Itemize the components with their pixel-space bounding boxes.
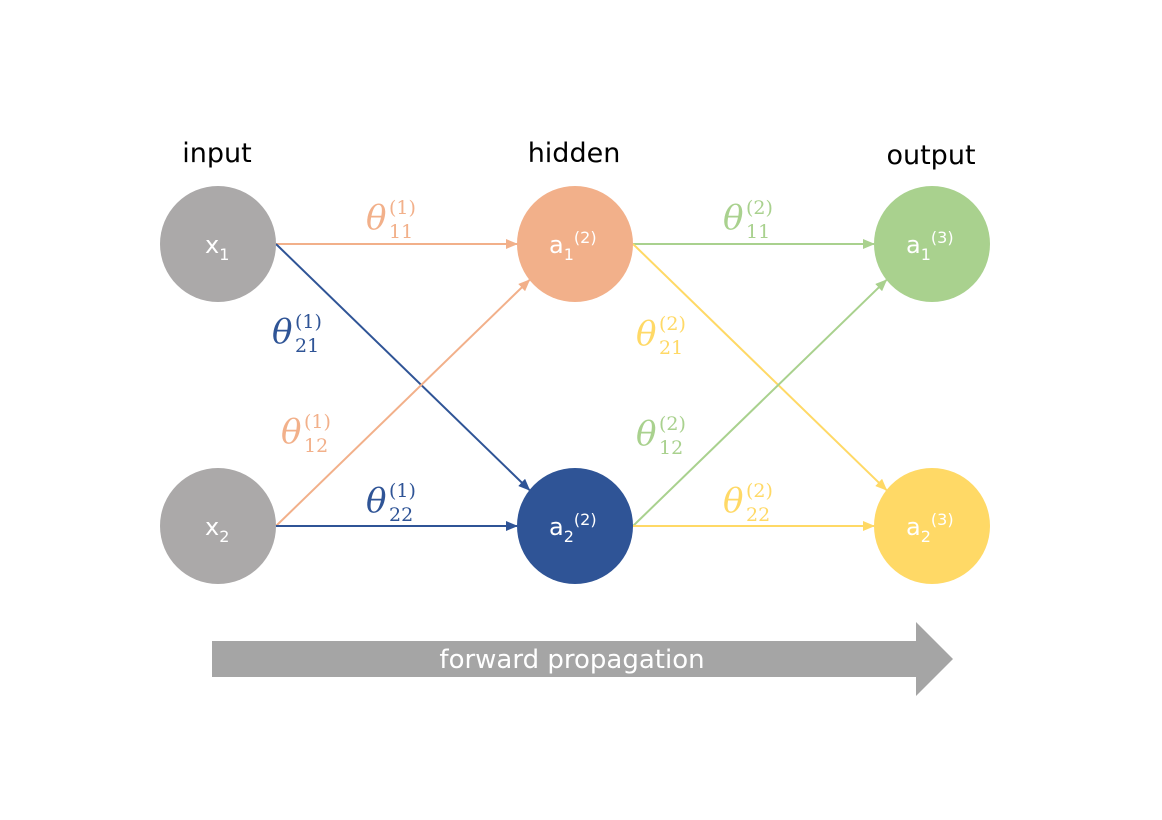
weight-label-theta-12-1: θ(1)12	[281, 411, 331, 457]
weight-subscript: 11	[746, 221, 770, 243]
theta-symbol: θ	[272, 312, 292, 352]
theta-symbol: θ	[281, 412, 301, 452]
weight-subscript: 21	[295, 335, 319, 357]
node-a23: a2(3)	[874, 468, 990, 584]
node-circle	[874, 468, 990, 584]
weight-subscript: 22	[746, 504, 770, 526]
theta-symbol: θ	[723, 198, 743, 238]
weight-superscript: (2)	[659, 413, 686, 435]
theta-symbol: θ	[366, 481, 386, 521]
node-circle	[874, 186, 990, 302]
weight-label-theta-11-2: θ(2)11	[723, 197, 773, 243]
node-label: a1(2)	[549, 228, 597, 264]
edge-a22-a13	[632, 279, 888, 527]
layer-title-input: input	[182, 138, 251, 169]
node-x1: x1	[160, 186, 276, 302]
weight-label-theta-21-2: θ(2)21	[636, 313, 686, 359]
weight-subscript: 21	[659, 337, 683, 359]
weight-superscript: (2)	[659, 313, 686, 335]
forward-propagation-arrow: forward propagation	[212, 622, 953, 696]
theta-symbol: θ	[366, 198, 386, 238]
node-label: x2	[205, 513, 229, 546]
weight-superscript: (2)	[746, 480, 773, 502]
nodes: x1 x2 a1(2) a2(2) a1(3) a2(3)	[160, 186, 990, 584]
weight-superscript: (1)	[389, 197, 416, 219]
node-label: a2(3)	[906, 510, 954, 546]
edge-x2-a12	[275, 279, 531, 527]
forward-arrow-shape	[212, 622, 953, 696]
weight-label-theta-12-2: θ(2)12	[636, 413, 686, 459]
weight-superscript: (1)	[304, 411, 331, 433]
node-label: a1(3)	[906, 228, 954, 264]
weight-superscript: (1)	[389, 480, 416, 502]
weight-superscript: (1)	[295, 311, 322, 333]
weight-subscript: 11	[389, 221, 413, 243]
theta-symbol: θ	[723, 481, 743, 521]
edge-a12-a23	[632, 243, 888, 491]
forward-propagation-label: forward propagation	[439, 645, 704, 675]
weight-subscript: 12	[304, 435, 328, 457]
node-label: x1	[205, 231, 229, 264]
layer-title-output: output	[886, 140, 975, 171]
weight-subscript: 12	[659, 437, 683, 459]
node-x2: x2	[160, 468, 276, 584]
weight-superscript: (2)	[746, 197, 773, 219]
weight-subscript: 22	[389, 504, 413, 526]
theta-symbol: θ	[636, 414, 656, 454]
node-circle	[517, 468, 633, 584]
weight-label-theta-11-1: θ(1)11	[366, 197, 416, 243]
node-circle	[160, 186, 276, 302]
node-label: a2(2)	[549, 510, 597, 546]
edges	[275, 239, 888, 531]
weight-label-theta-22-1: θ(1)22	[366, 480, 416, 526]
edge-x1-a22	[275, 243, 531, 491]
theta-symbol: θ	[636, 314, 656, 354]
layer-title-hidden: hidden	[528, 138, 621, 169]
node-a22: a2(2)	[517, 468, 633, 584]
weight-label-theta-22-2: θ(2)22	[723, 480, 773, 526]
node-a12: a1(2)	[517, 186, 633, 302]
layer-titles: input hidden output	[182, 138, 975, 171]
weight-label-theta-21-1: θ(1)21	[272, 311, 322, 357]
node-circle	[517, 186, 633, 302]
node-circle	[160, 468, 276, 584]
weight-labels: θ(1)11θ(1)21θ(1)12θ(1)22θ(2)11θ(2)21θ(2)…	[272, 197, 773, 526]
node-a13: a1(3)	[874, 186, 990, 302]
